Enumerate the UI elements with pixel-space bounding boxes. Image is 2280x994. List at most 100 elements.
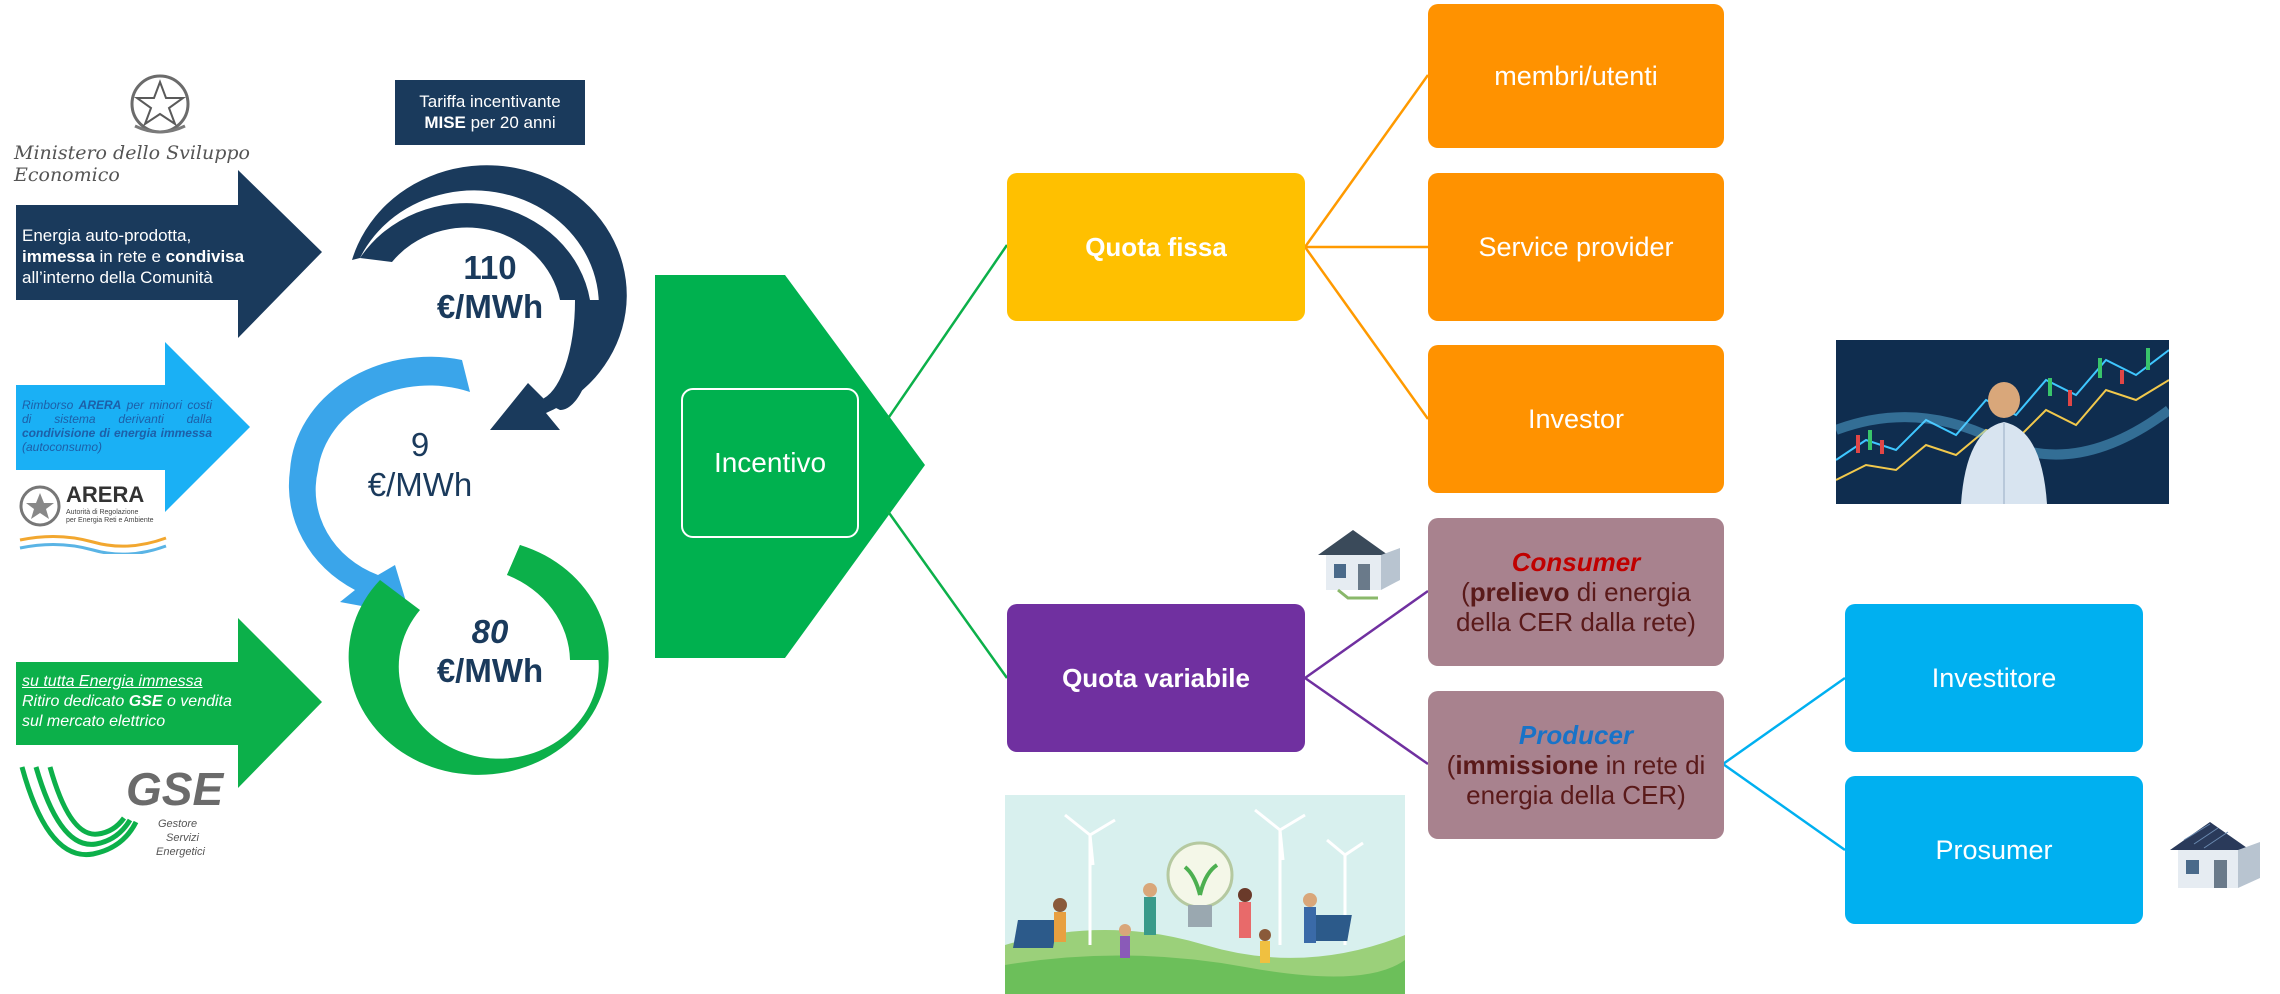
mise-value: 110 €/MWh bbox=[415, 248, 565, 326]
arera-value: 9 €/MWh bbox=[330, 425, 510, 505]
investor-stock-chart-image bbox=[1836, 340, 2169, 504]
arera-circular-arrow bbox=[288, 356, 470, 615]
mise-value-number: 110 bbox=[463, 249, 517, 286]
connector-producer-prosumer bbox=[1722, 762, 1846, 852]
gse-value: 80 €/MWh bbox=[415, 612, 565, 690]
arera-emblem-icon bbox=[19, 485, 61, 527]
incentivo-label: Incentivo bbox=[713, 447, 827, 478]
gse-logo-sub3: Energetici bbox=[156, 846, 205, 858]
consumer-house-image bbox=[1308, 520, 1408, 600]
mise-logo-caption: Ministero dello Sviluppo Economico bbox=[14, 142, 250, 186]
membri-utenti-box: membri/utenti bbox=[1428, 4, 1724, 148]
connector-fissa-investor bbox=[1303, 246, 1430, 420]
prosumer-house-image bbox=[2162, 812, 2272, 902]
consumer-line3: della CER dalla rete) bbox=[1456, 607, 1696, 637]
service-provider-box: Service provider bbox=[1428, 173, 1724, 321]
mise-arrow-text: Energia auto-prodotta, immessa in rete e… bbox=[22, 225, 262, 288]
mise-value-unit: €/MWh bbox=[436, 288, 544, 325]
quota-fissa-label: Quota fissa bbox=[1085, 231, 1227, 262]
producer-immissione: immissione bbox=[1455, 750, 1599, 780]
gse-swoosh-icon bbox=[19, 766, 139, 858]
service-provider-label: Service provider bbox=[1478, 231, 1674, 262]
connector-fissa-membri bbox=[1303, 74, 1430, 248]
mise-condivisa: condivisa bbox=[165, 247, 245, 266]
gse-arc-fill bbox=[507, 545, 601, 660]
investitore-label: Investitore bbox=[1931, 662, 2057, 693]
producer-line3: energia della CER) bbox=[1466, 780, 1686, 810]
gse-logo-sub1: Gestore bbox=[158, 818, 198, 830]
arera-logo-sub1: Autorità di Regolazione bbox=[66, 509, 139, 516]
gse-arrow-line3: sul mercato elettrico bbox=[22, 713, 166, 730]
arera-text-p2: per minori costi di sistema derivanti da… bbox=[22, 398, 212, 426]
mise-arc-fill bbox=[360, 203, 590, 300]
arera-wave-icon bbox=[19, 534, 167, 554]
investor-box: Investor bbox=[1428, 345, 1724, 493]
prosumer-box: Prosumer bbox=[1845, 776, 2143, 924]
consumer-title: Consumer bbox=[1511, 547, 1641, 577]
connector-producer-investitore bbox=[1722, 676, 1846, 766]
gse-line2-p: Ritiro dedicato bbox=[22, 693, 129, 710]
tariff-label-box: Tariffa incentivante MISE per 20 anni bbox=[395, 80, 585, 145]
community-renewable-illustration bbox=[1005, 795, 1405, 994]
membri-utenti-label: membri/utenti bbox=[1494, 60, 1658, 91]
investor-label: Investor bbox=[1527, 403, 1625, 434]
house-icon bbox=[1318, 530, 1400, 600]
prosumer-label: Prosumer bbox=[1935, 834, 2053, 865]
arera-logo-sub2: per Energia Reti e Ambiente bbox=[66, 517, 154, 524]
connector-incentivo-quota-fissa bbox=[885, 244, 1009, 421]
arera-arrow-text: Rimborso ARERA per minori costi di siste… bbox=[22, 398, 212, 454]
tariff-line1: Tariffa incentivante bbox=[419, 92, 561, 111]
investitore-box: Investitore bbox=[1845, 604, 2143, 752]
arera-logo: ARERA Autorità di Regolazione per Energi… bbox=[18, 480, 168, 555]
mise-logo bbox=[95, 68, 225, 158]
arera-text-b1: ARERA bbox=[78, 398, 122, 412]
arera-text-p1: Rimborso bbox=[22, 398, 79, 412]
arera-arrow-shape bbox=[16, 342, 250, 512]
tariff-line2: MISE per 20 anni bbox=[395, 112, 585, 133]
renewable-community-icon bbox=[1005, 795, 1405, 994]
mise-arrow-line3: all’interno della Comunità bbox=[22, 268, 213, 287]
tariff-rest: per 20 anni bbox=[465, 113, 556, 132]
gse-arrow-shape bbox=[16, 618, 322, 788]
producer-title: Producer bbox=[1518, 720, 1634, 750]
incentivo-box: Incentivo bbox=[681, 388, 859, 538]
mise-immessa: immessa bbox=[22, 247, 95, 266]
gse-logo: GSE Gestore Servizi Energetici bbox=[18, 762, 238, 872]
producer-t1: in rete di bbox=[1598, 750, 1706, 780]
gse-logo-name: GSE bbox=[126, 763, 224, 815]
gse-arrow-line1: su tutta Energia immessa bbox=[22, 673, 203, 690]
consumer-line2: (prelievo di energia bbox=[1461, 577, 1691, 607]
consumer-t1: di energia bbox=[1569, 577, 1691, 607]
gse-circular-arrow bbox=[348, 545, 609, 775]
gse-value-unit: €/MWh bbox=[436, 652, 544, 689]
gse-value-number: 80 bbox=[471, 613, 509, 650]
consumer-box: Consumer (prelievo di energia della CER … bbox=[1428, 518, 1724, 666]
quota-variabile-box: Quota variabile bbox=[1007, 604, 1305, 752]
mise-arc-fill-2 bbox=[540, 300, 600, 411]
tariff-mise: MISE bbox=[424, 113, 466, 132]
arera-text-b2: condivisione di energia immessa bbox=[22, 426, 212, 440]
gse-logo-sub2: Servizi bbox=[166, 832, 200, 844]
mise-line2-text: in rete e bbox=[94, 247, 166, 266]
gse-line2-b: GSE bbox=[128, 693, 163, 710]
quota-fissa-box: Quota fissa bbox=[1007, 173, 1305, 321]
producer-box: Producer (immissione in rete di energia … bbox=[1428, 691, 1724, 839]
consumer-prelievo: prelievo bbox=[1469, 577, 1570, 607]
quota-variabile-label: Quota variabile bbox=[1062, 662, 1250, 693]
producer-line2: (immissione in rete di bbox=[1446, 750, 1706, 780]
mise-arrow-line1: Energia auto-prodotta, bbox=[22, 226, 192, 245]
arera-value-unit: €/MWh bbox=[367, 466, 473, 503]
gse-arrow-line2: Ritiro dedicato GSE o vendita bbox=[22, 692, 262, 712]
solar-house-icon bbox=[2170, 822, 2260, 888]
italian-emblem-icon bbox=[130, 74, 190, 134]
mise-arrow-line2: immessa in rete e condivisa bbox=[22, 246, 262, 267]
stock-chart-illustration-icon bbox=[1836, 340, 2169, 504]
incentivo-arrow-shape bbox=[655, 275, 925, 658]
mise-arrow-shape bbox=[16, 170, 322, 338]
connector-variabile-consumer bbox=[1304, 589, 1429, 680]
arera-value-number: 9 bbox=[410, 426, 430, 463]
connector-variabile-producer bbox=[1304, 676, 1429, 766]
gse-line2-r: o vendita bbox=[162, 693, 232, 710]
gse-arrow-text: su tutta Energia immessa Ritiro dedicato… bbox=[22, 672, 262, 732]
